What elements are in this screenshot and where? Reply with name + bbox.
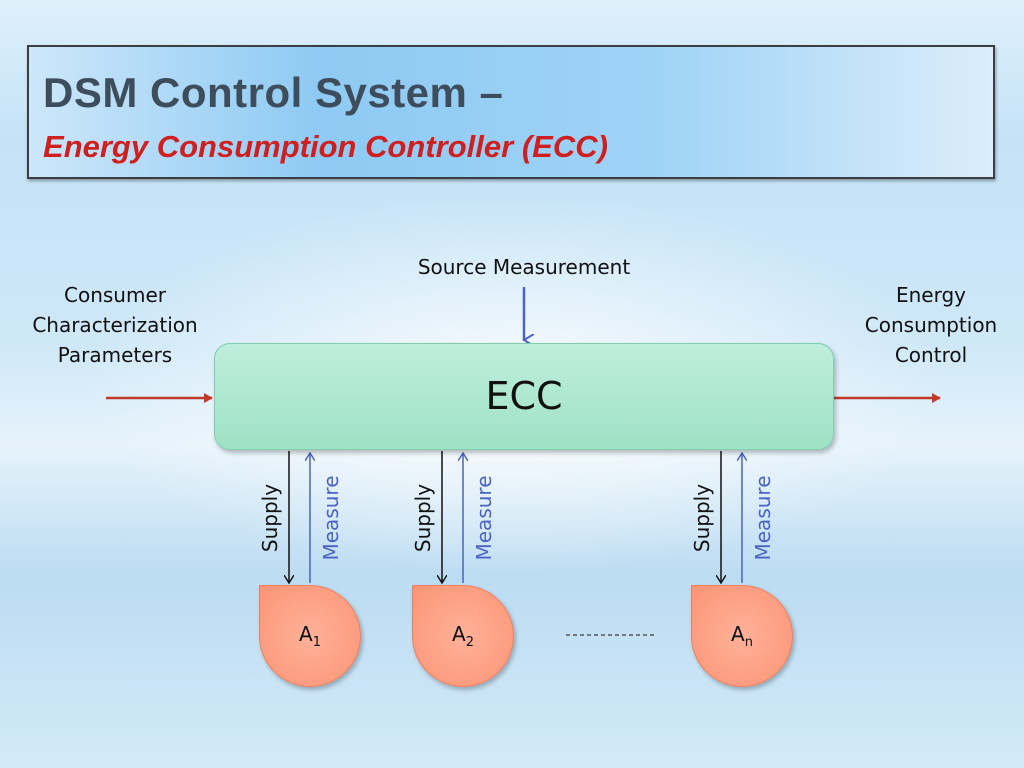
supply-label-1: Supply	[258, 483, 282, 553]
subtitle-part: E	[43, 129, 64, 164]
appliance-label: A1	[299, 622, 321, 650]
measure-label-3: Measure	[751, 475, 775, 561]
subtitle-part: nergy	[63, 129, 157, 164]
subtitle-part: C	[365, 129, 388, 164]
subtitle-part: onsumption	[179, 129, 366, 164]
input-label-line: Consumer	[64, 283, 166, 307]
input-label-line: Parameters	[57, 343, 173, 367]
supply-label-3: Supply	[690, 483, 714, 553]
measure-label-1: Measure	[319, 475, 343, 561]
subtitle-part: )	[597, 129, 608, 164]
output-label-line: Consumption	[864, 313, 998, 337]
input-label-line: Characterization	[32, 313, 198, 337]
ecc-block: ECC	[214, 343, 834, 450]
slide-subtitle: Energy Consumption Controller (ECC)	[43, 129, 608, 165]
output-label-line: Control	[894, 343, 968, 367]
subtitle-part: ECC	[532, 129, 598, 164]
measure-label-2: Measure	[472, 475, 496, 561]
ecc-label: ECC	[485, 374, 563, 418]
subtitle-part: C	[156, 129, 180, 164]
title-box: DSM Control System – Energy Consumption …	[27, 45, 995, 179]
output-label: Energy Consumption Control	[850, 280, 1012, 370]
appliance-label: A2	[452, 622, 474, 650]
slide-title: DSM Control System –	[43, 69, 504, 116]
appliance-label: An	[731, 622, 753, 650]
output-label-line: Energy	[895, 283, 967, 307]
input-label: Consumer Characterization Parameters	[12, 280, 218, 370]
appliance-a1: A1	[259, 585, 361, 687]
supply-label-2: Supply	[411, 483, 435, 553]
subtitle-part: ontroller (	[387, 129, 533, 164]
source-measurement-label: Source Measurement	[417, 255, 631, 279]
appliance-a2: A2	[412, 585, 514, 687]
appliance-an: An	[691, 585, 793, 687]
